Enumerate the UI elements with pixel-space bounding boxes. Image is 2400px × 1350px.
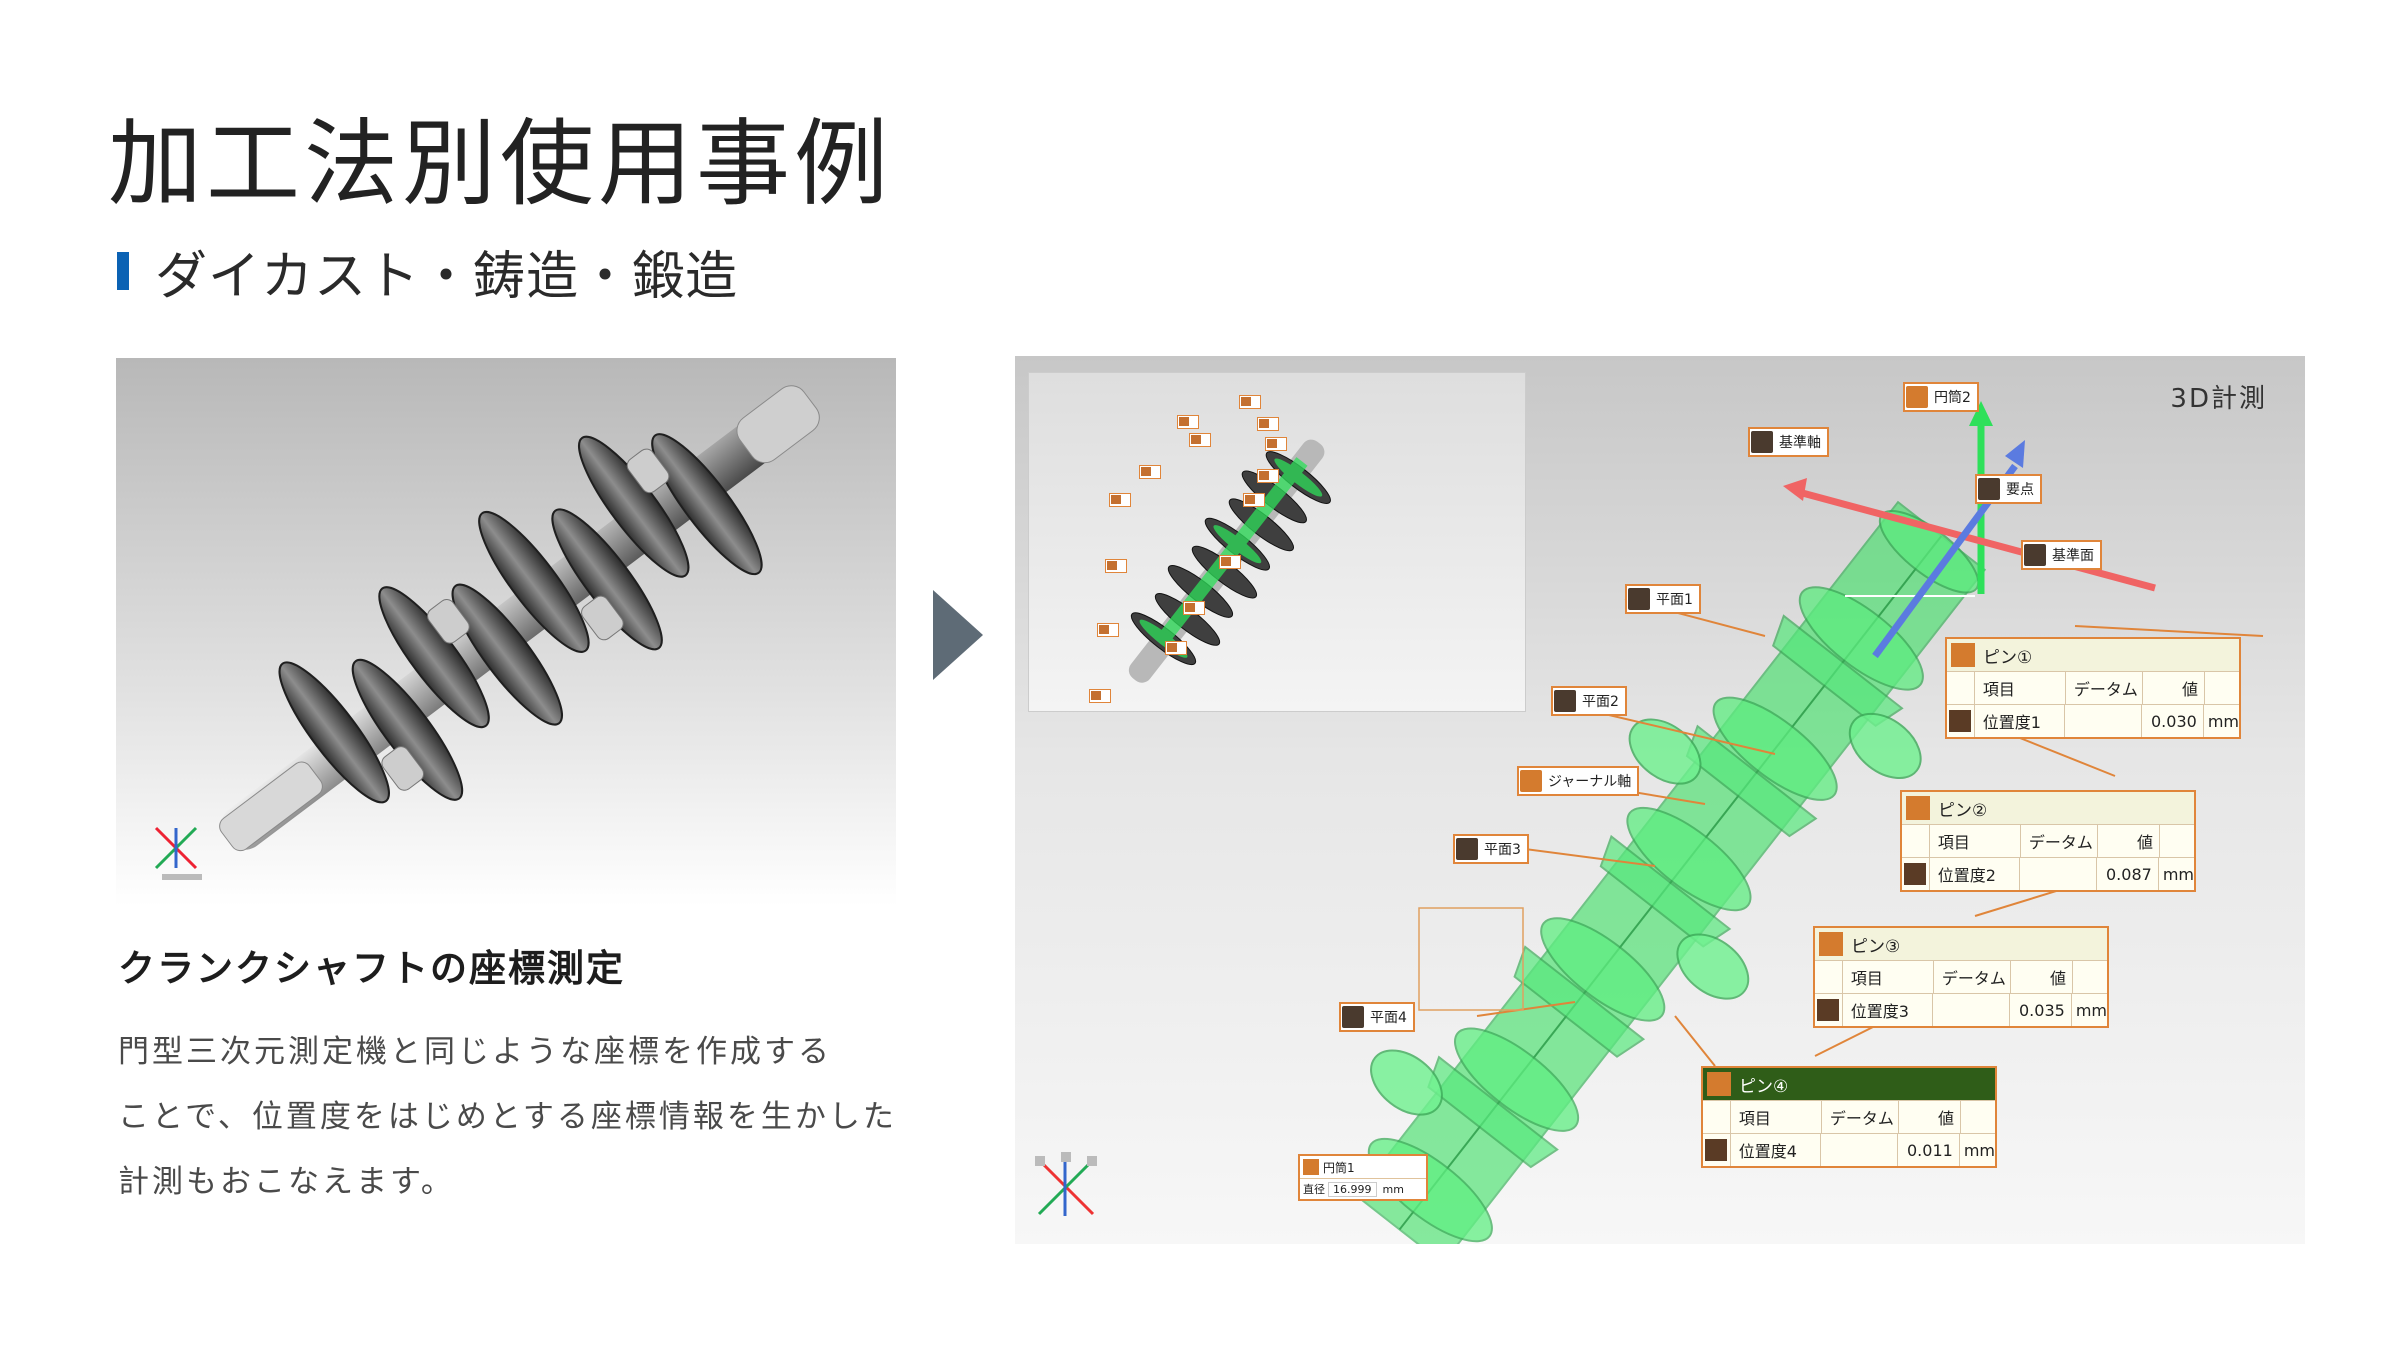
feature-label: 基準面 bbox=[2021, 540, 2102, 570]
feature-label: 円筒2 bbox=[1903, 382, 1979, 412]
pin-result-table: ピン④ 項目 データム 値 位置度4 0.011 mm bbox=[1701, 1066, 1997, 1168]
caption-line: 門型三次元測定機と同じような座標を作成する bbox=[118, 1034, 832, 1070]
page-title: 加工法別使用事例 bbox=[108, 110, 893, 219]
label-icon bbox=[1751, 431, 1773, 453]
feature-label: 平面1 bbox=[1625, 584, 1701, 614]
axis-triad-icon bbox=[154, 826, 202, 880]
feature-label: ジャーナル軸 bbox=[1517, 766, 1640, 796]
pin-result-table: ピン③ 項目 データム 値 位置度3 0.035 mm bbox=[1813, 926, 2109, 1028]
caption-line: ことで、位置度をはじめとする座標情報を生かした bbox=[118, 1099, 897, 1135]
crankshaft-image bbox=[116, 358, 896, 906]
caption-body: 門型三次元測定機と同じような座標を作成する ことで、位置度をはじめとする座標情報… bbox=[118, 1020, 908, 1215]
label-icon bbox=[1819, 932, 1843, 956]
pin-result-table: ピン① 項目 データム 値 位置度1 0.030 mm bbox=[1945, 637, 2241, 739]
label-icon bbox=[1906, 386, 1928, 408]
accent-bar bbox=[117, 252, 129, 290]
feature-label: 平面3 bbox=[1453, 834, 1529, 864]
pin-result-table: ピン② 項目 データム 値 位置度2 0.087 mm bbox=[1900, 790, 2196, 892]
feature-label: 要点 bbox=[1975, 474, 2042, 504]
label-icon bbox=[1906, 796, 1930, 820]
next-arrow-icon bbox=[933, 590, 983, 680]
label-icon bbox=[2024, 544, 2046, 566]
subtitle-text: ダイカスト・鋳造・鍛造 bbox=[155, 246, 739, 307]
feature-label: 平面2 bbox=[1551, 686, 1627, 716]
label-icon bbox=[1342, 1006, 1364, 1028]
caption-title: クランクシャフトの座標測定 bbox=[118, 947, 625, 990]
label-icon bbox=[1978, 478, 2000, 500]
label-icon bbox=[1951, 643, 1975, 667]
measurement-view: 3D計測 円筒2 基準軸 要点 基準面 平面1 平面2 ジャーナル軸 平面3 平… bbox=[1015, 356, 2305, 1244]
label-icon bbox=[1303, 1159, 1319, 1175]
caption-line: 計測もおこなえます。 bbox=[118, 1164, 455, 1200]
label-icon bbox=[1707, 1072, 1731, 1096]
inset-thumbnail bbox=[1028, 372, 1526, 712]
cylinder-result: 円筒1 直径 16.999 mm bbox=[1298, 1154, 1428, 1201]
label-icon bbox=[1456, 838, 1478, 860]
axis-triad-icon bbox=[1035, 1152, 1097, 1216]
label-icon bbox=[1520, 770, 1542, 792]
label-icon bbox=[1554, 690, 1576, 712]
feature-label: 基準軸 bbox=[1748, 427, 1829, 457]
section-subtitle: ダイカスト・鋳造・鍛造 bbox=[117, 243, 738, 307]
measurement-badge: 3D計測 bbox=[2170, 384, 2267, 414]
label-icon bbox=[1628, 588, 1650, 610]
feature-label: 平面4 bbox=[1339, 1002, 1415, 1032]
